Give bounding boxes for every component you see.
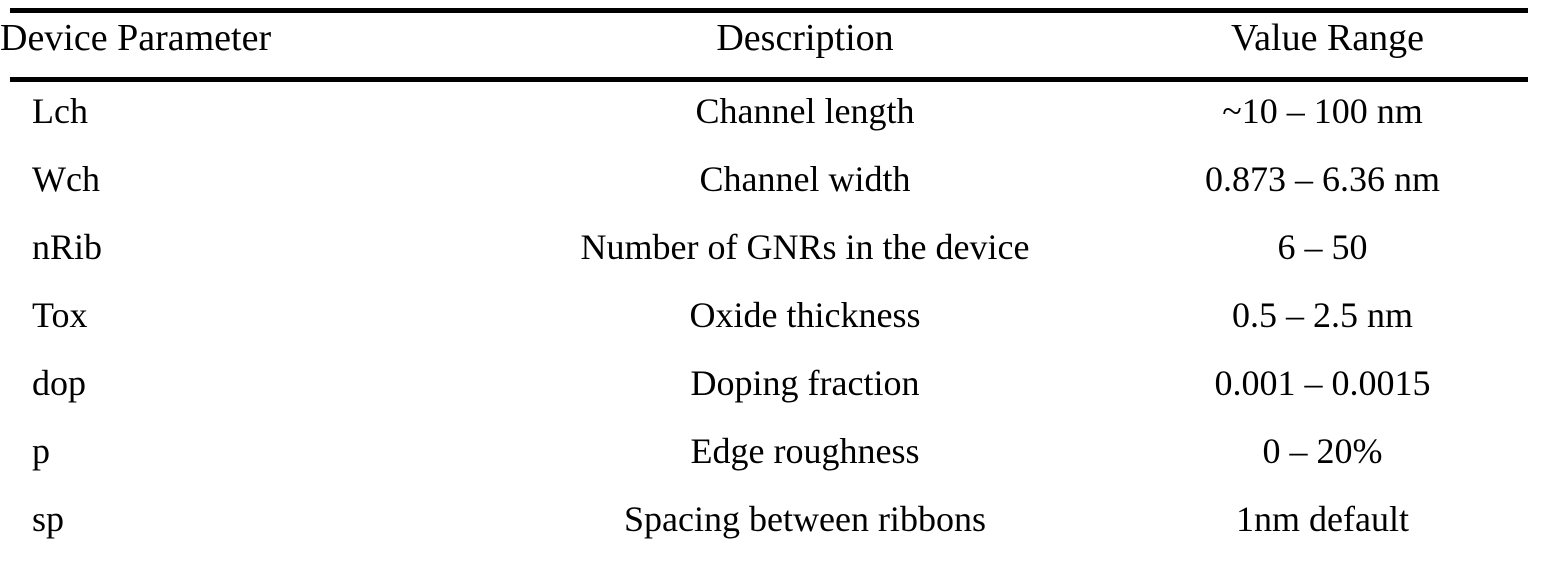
table-row: Lch Channel length ~10 – 100 nm: [0, 77, 1545, 145]
table-top-rule: [10, 8, 1528, 13]
table-row: p Edge roughness 0 – 20%: [0, 417, 1545, 485]
table-row: nRib Number of GNRs in the device 6 – 50: [0, 213, 1545, 281]
cell-parameter: Lch: [32, 91, 88, 131]
cell-description: Channel length: [695, 91, 915, 131]
cell-value-range: 6 – 50: [1277, 227, 1368, 267]
table-row: sp Spacing between ribbons 1nm default: [0, 485, 1545, 553]
cell-parameter: nRib: [32, 227, 103, 267]
cell-description: Spacing between ribbons: [624, 499, 986, 539]
parameter-table: Device Parameter Description Value Range…: [0, 0, 1545, 553]
cell-description: Channel width: [699, 159, 911, 199]
cell-value-range: ~10 – 100 nm: [1222, 91, 1423, 131]
cell-value-range: 1nm default: [1236, 499, 1409, 539]
column-header-description: Description: [716, 17, 894, 59]
column-header-value-range: Value Range: [1230, 17, 1425, 59]
cell-description: Edge roughness: [690, 431, 920, 471]
table-header-rule: [10, 77, 1528, 82]
table-row: Tox Oxide thickness 0.5 – 2.5 nm: [0, 281, 1545, 349]
cell-value-range: 0.873 – 6.36 nm: [1204, 159, 1440, 199]
cell-parameter: sp: [32, 499, 65, 539]
cell-parameter: Tox: [32, 295, 88, 335]
cell-value-range: 0.001 – 0.0015: [1214, 363, 1431, 403]
table-body: Lch Channel length ~10 – 100 nm Wch Chan…: [0, 77, 1545, 553]
cell-parameter: p: [32, 431, 50, 471]
column-header-device-parameter: Device Parameter: [0, 17, 272, 59]
cell-description: Doping fraction: [690, 363, 920, 403]
cell-parameter: Wch: [32, 159, 100, 199]
cell-value-range: 0.5 – 2.5 nm: [1231, 295, 1413, 335]
cell-parameter: dop: [32, 363, 86, 403]
cell-description: Oxide thickness: [689, 295, 921, 335]
table-row: dop Doping fraction 0.001 – 0.0015: [0, 349, 1545, 417]
cell-value-range: 0 – 20%: [1262, 431, 1383, 471]
cell-description: Number of GNRs in the device: [580, 227, 1030, 267]
table-header-row: Device Parameter Description Value Range: [0, 0, 1545, 77]
table-row: Wch Channel width 0.873 – 6.36 nm: [0, 145, 1545, 213]
